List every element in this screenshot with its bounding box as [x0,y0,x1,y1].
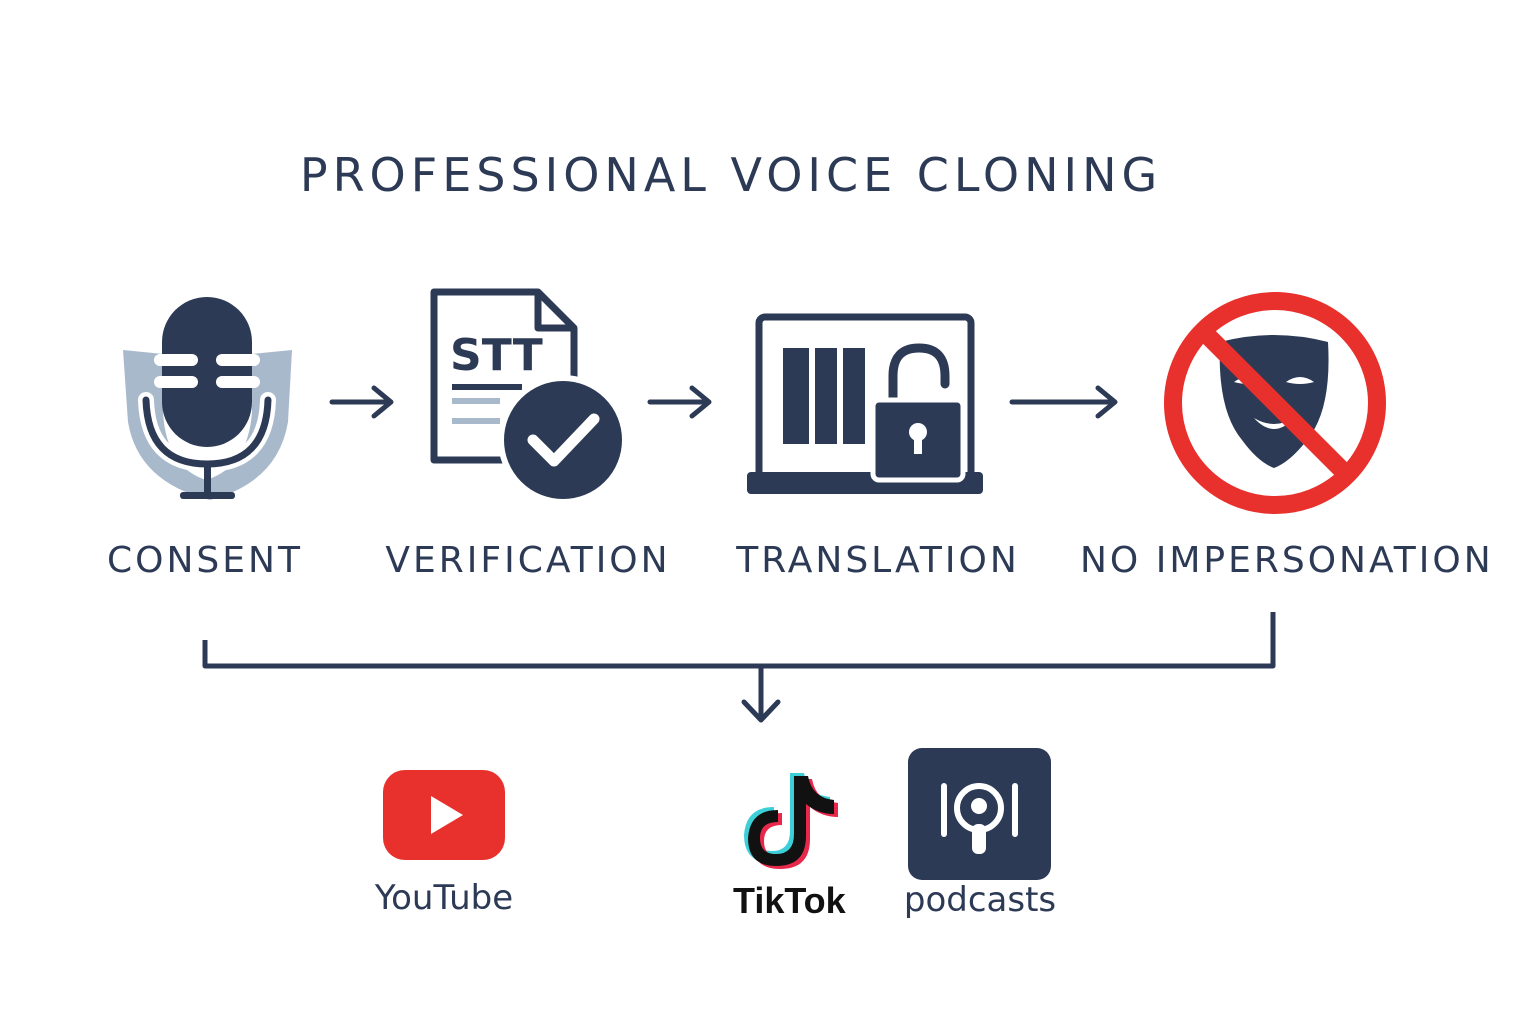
document-stt-text: STT [450,330,543,381]
microphone-shield-icon [123,297,292,500]
bracket-connector [202,612,1276,723]
platform-label-podcasts: podcasts [903,880,1057,920]
tiktok-icon [744,773,838,869]
youtube-icon [383,770,505,860]
step-label-no-impersonation: NO IMPERSONATION [1080,540,1494,581]
stt-document-check-icon: STT [430,288,628,505]
laptop-lock-icon [747,313,983,494]
step-label-consent: CONSENT [107,540,303,581]
podcasts-icon [908,748,1051,880]
platform-label-tiktok: TikTok [733,880,846,921]
arrow-right-icon [647,385,712,419]
mask-prohibited-icon [1164,292,1386,514]
arrow-right-icon [329,385,394,419]
platform-label-youtube: YouTube [374,878,514,918]
step-label-verification: VERIFICATION [385,540,671,581]
diagram-title: PROFESSIONAL VOICE CLONING [299,148,1163,202]
arrow-right-icon [1009,385,1118,419]
step-label-translation: TRANSLATION [736,540,1020,581]
